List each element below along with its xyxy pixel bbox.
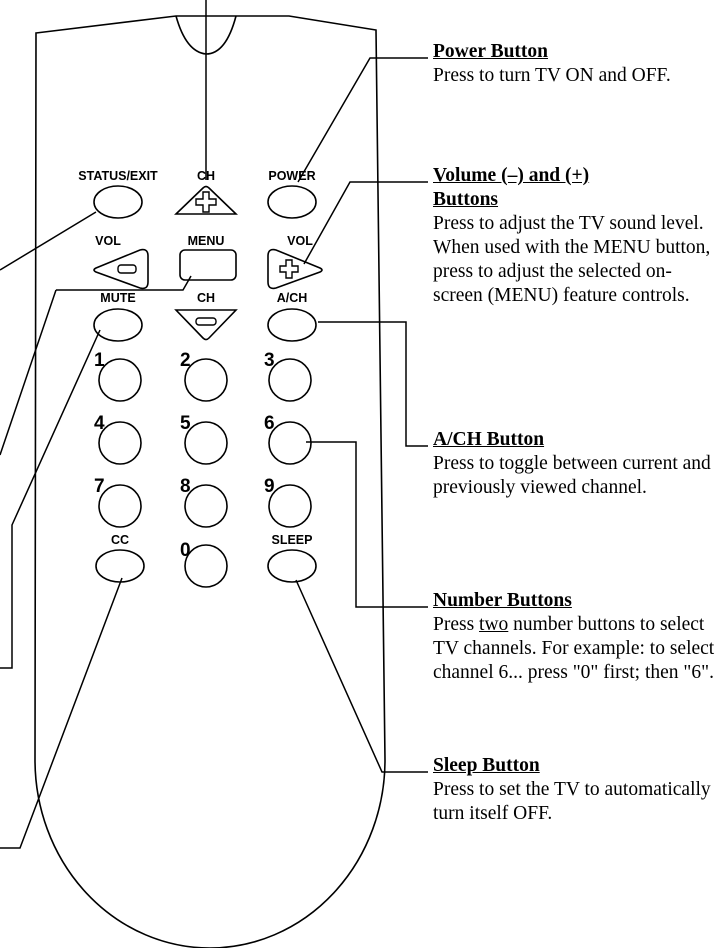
plus-icon bbox=[195, 191, 217, 213]
label-ch-up: CH bbox=[197, 169, 215, 183]
label-3: 3 bbox=[264, 350, 275, 371]
callout-ach-title: A/CH Button bbox=[433, 429, 545, 450]
callout-power-desc: Press to turn TV ON and OFF. bbox=[433, 65, 671, 86]
label-vol-down: VOL bbox=[95, 234, 121, 248]
minus-icon bbox=[117, 264, 137, 274]
leader-lines bbox=[0, 0, 428, 849]
label-power: POWER bbox=[268, 169, 315, 183]
minus-icon bbox=[195, 317, 217, 326]
number-button-5[interactable] bbox=[184, 421, 228, 465]
plus-icon bbox=[279, 259, 299, 279]
label-4: 4 bbox=[94, 413, 105, 434]
label-ach: A/CH bbox=[277, 291, 308, 305]
callout-sleep-title: Sleep Button bbox=[433, 755, 540, 776]
number-button-9[interactable] bbox=[268, 484, 312, 528]
ach-button[interactable] bbox=[267, 308, 317, 342]
remote-body bbox=[34, 15, 386, 948]
number-button-3[interactable] bbox=[268, 358, 312, 402]
callout-volume-desc: Press to adjust the TV sound level. When… bbox=[433, 213, 711, 306]
label-sleep: SLEEP bbox=[272, 533, 313, 547]
cc-button[interactable] bbox=[95, 549, 145, 583]
number-button-6[interactable] bbox=[268, 421, 312, 465]
label-9: 9 bbox=[264, 476, 275, 497]
label-vol-up: VOL bbox=[287, 234, 313, 248]
label-ch-down: CH bbox=[197, 291, 215, 305]
label-menu: MENU bbox=[188, 234, 225, 248]
number-button-2[interactable] bbox=[184, 358, 228, 402]
callout-number: Number Buttons Press two number buttons … bbox=[433, 589, 717, 685]
callout-power-title: Power Button bbox=[433, 41, 549, 62]
label-0: 0 bbox=[180, 540, 191, 561]
callout-ach-desc: Press to toggle between current and prev… bbox=[433, 453, 711, 498]
label-1: 1 bbox=[94, 350, 105, 371]
sleep-button[interactable] bbox=[267, 549, 317, 583]
status-exit-button[interactable] bbox=[93, 185, 143, 219]
number-button-1[interactable] bbox=[98, 358, 142, 402]
callout-number-title: Number Buttons bbox=[433, 590, 572, 611]
mute-button[interactable] bbox=[93, 308, 143, 342]
label-5: 5 bbox=[180, 413, 191, 434]
callout-volume: Volume (–) and (+) Buttons Press to adju… bbox=[433, 164, 713, 308]
menu-button[interactable] bbox=[179, 249, 237, 281]
label-cc: CC bbox=[111, 533, 129, 547]
callout-volume-title: Volume (–) and (+) Buttons bbox=[433, 165, 590, 210]
number-button-7[interactable] bbox=[98, 484, 142, 528]
callout-sleep-desc: Press to set the TV to automatically tur… bbox=[433, 779, 711, 824]
callout-number-desc-after: number buttons to select TV channels. Fo… bbox=[433, 614, 715, 683]
callout-number-desc-emph: two bbox=[479, 614, 509, 635]
callout-number-desc-before: Press bbox=[433, 614, 480, 635]
callout-power: Power Button Press to turn TV ON and OFF… bbox=[433, 40, 703, 88]
number-button-0[interactable] bbox=[184, 544, 228, 588]
vol-down-button[interactable] bbox=[93, 248, 149, 290]
remote-buttons: STATUS/EXIT CH POWER VOL MENU VOL MUTE C… bbox=[78, 169, 323, 588]
label-mute: MUTE bbox=[100, 291, 135, 305]
callout-number-desc: Press two number buttons to select TV ch… bbox=[433, 613, 717, 685]
number-button-4[interactable] bbox=[98, 421, 142, 465]
number-button-8[interactable] bbox=[184, 484, 228, 528]
ch-up-button[interactable] bbox=[174, 185, 238, 215]
ch-down-button[interactable] bbox=[174, 309, 238, 341]
power-button[interactable] bbox=[267, 185, 317, 219]
label-2: 2 bbox=[180, 350, 191, 371]
label-7: 7 bbox=[94, 476, 105, 497]
vol-up-button[interactable] bbox=[267, 248, 323, 290]
label-6: 6 bbox=[264, 413, 275, 434]
callout-sleep: Sleep Button Press to set the TV to auto… bbox=[433, 754, 715, 826]
callout-ach: A/CH Button Press to toggle between curr… bbox=[433, 428, 715, 500]
label-status-exit: STATUS/EXIT bbox=[78, 169, 158, 183]
label-8: 8 bbox=[180, 476, 191, 497]
